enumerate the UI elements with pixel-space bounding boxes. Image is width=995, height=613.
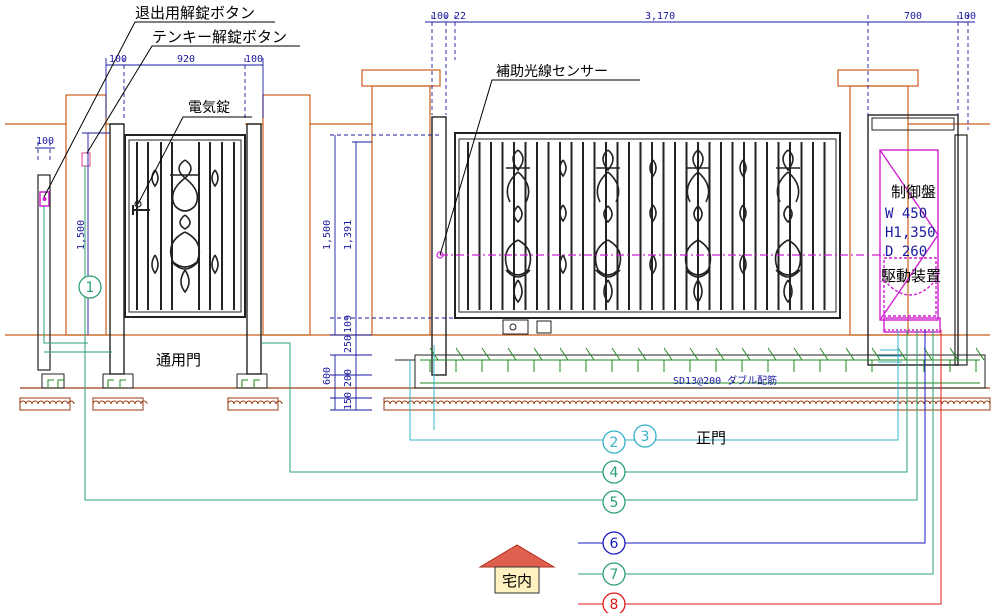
drive-unit-label: 駆動装置 bbox=[881, 267, 941, 285]
cable-marker-8 bbox=[602, 592, 626, 613]
gate-ornament bbox=[649, 159, 657, 275]
dim-h-1391: 1,391 bbox=[343, 220, 354, 250]
cable-label-5: 5 bbox=[610, 495, 619, 511]
gate-ornament bbox=[596, 149, 620, 203]
indoor-marker bbox=[478, 544, 556, 594]
dim-h-1500b: 1,500 bbox=[322, 220, 333, 250]
dim-h-250: 250 bbox=[343, 335, 354, 353]
ornament-ped bbox=[151, 159, 219, 294]
main-gate-label: 正門 bbox=[696, 429, 726, 447]
panel-d: D 260 bbox=[885, 244, 927, 260]
dim-top-100a: 100 bbox=[109, 54, 127, 65]
cable-label-8: 8 bbox=[610, 597, 619, 613]
buttons bbox=[37, 152, 91, 371]
indoor-label: 宅内 bbox=[502, 572, 532, 590]
cable-label-6: 6 bbox=[610, 536, 619, 552]
cable-marker-2 bbox=[602, 430, 626, 454]
control-panel-label: 制御盤 bbox=[891, 183, 936, 201]
wall-outlines bbox=[5, 69, 990, 336]
cable-marker-4 bbox=[602, 460, 626, 484]
dim-top-100b: 100 bbox=[245, 54, 263, 65]
gate-ornament bbox=[684, 205, 712, 304]
dim-h-150: 150 bbox=[343, 392, 354, 410]
cable-label-3: 3 bbox=[641, 429, 650, 445]
dim-h-600: 600 bbox=[322, 367, 333, 385]
main-gate bbox=[431, 114, 968, 376]
gate-ornament bbox=[776, 149, 800, 203]
cable-runs bbox=[43, 166, 942, 605]
cable-label-2: 2 bbox=[610, 435, 619, 451]
dim-h-109: 109 bbox=[343, 315, 354, 333]
cable-marker-labels: 1 2 3 4 5 6 7 8 bbox=[86, 280, 650, 613]
dim-h-1500a: 1,500 bbox=[76, 220, 87, 250]
gate-ornament bbox=[739, 159, 747, 275]
panel-w: W 450 bbox=[885, 206, 927, 222]
dim-top-920: 920 bbox=[177, 54, 195, 65]
cable-marker-7 bbox=[602, 562, 626, 586]
gate-ornament bbox=[686, 149, 710, 203]
cable-label-7: 7 bbox=[610, 567, 619, 583]
panel-h: H1,350 bbox=[885, 225, 936, 241]
dim-h-200: 200 bbox=[343, 369, 354, 387]
dim-top-700: 700 bbox=[904, 11, 922, 22]
aux-sensor-beam bbox=[436, 251, 885, 259]
pedestrian-gate-label: 通用門 bbox=[156, 351, 201, 369]
dim-left-100: 100 bbox=[36, 136, 54, 147]
cable-marker-6 bbox=[602, 531, 626, 555]
cable-marker-5 bbox=[602, 490, 626, 514]
foundation-concrete bbox=[41, 347, 986, 389]
dim-top-3170: 3,170 bbox=[645, 11, 675, 22]
leader-lines bbox=[43, 21, 640, 256]
gate-ornament bbox=[559, 159, 567, 275]
aux-sensor-label: 補助光線センサー bbox=[496, 64, 608, 80]
cable-label-4: 4 bbox=[610, 465, 619, 481]
cable-markers bbox=[78, 275, 657, 613]
tenkey-button-label: テンキー解錠ボタン bbox=[152, 28, 287, 46]
gate-ornament bbox=[506, 149, 530, 203]
dimension-lines bbox=[35, 15, 975, 411]
cable-marker-3 bbox=[633, 424, 657, 448]
electric-lock-label: 電気錠 bbox=[188, 100, 230, 116]
pedestrian-gate bbox=[109, 123, 262, 375]
control-panel bbox=[879, 149, 941, 333]
dim-top-100d: 100 bbox=[958, 11, 976, 22]
gate-ornament bbox=[504, 205, 532, 304]
exit-button-label: 退出用解錠ボタン bbox=[135, 4, 255, 22]
gate-ornament bbox=[594, 205, 622, 304]
cable-label-1: 1 bbox=[86, 280, 95, 296]
dim-top-22: 22 bbox=[454, 11, 466, 22]
ground bbox=[19, 387, 991, 411]
cable-marker-1 bbox=[78, 275, 102, 299]
gate-ornament bbox=[774, 205, 802, 304]
dim-top-100c: 100 bbox=[431, 11, 449, 22]
rebar-label: SD13@200 ダブル配筋 bbox=[673, 374, 777, 387]
